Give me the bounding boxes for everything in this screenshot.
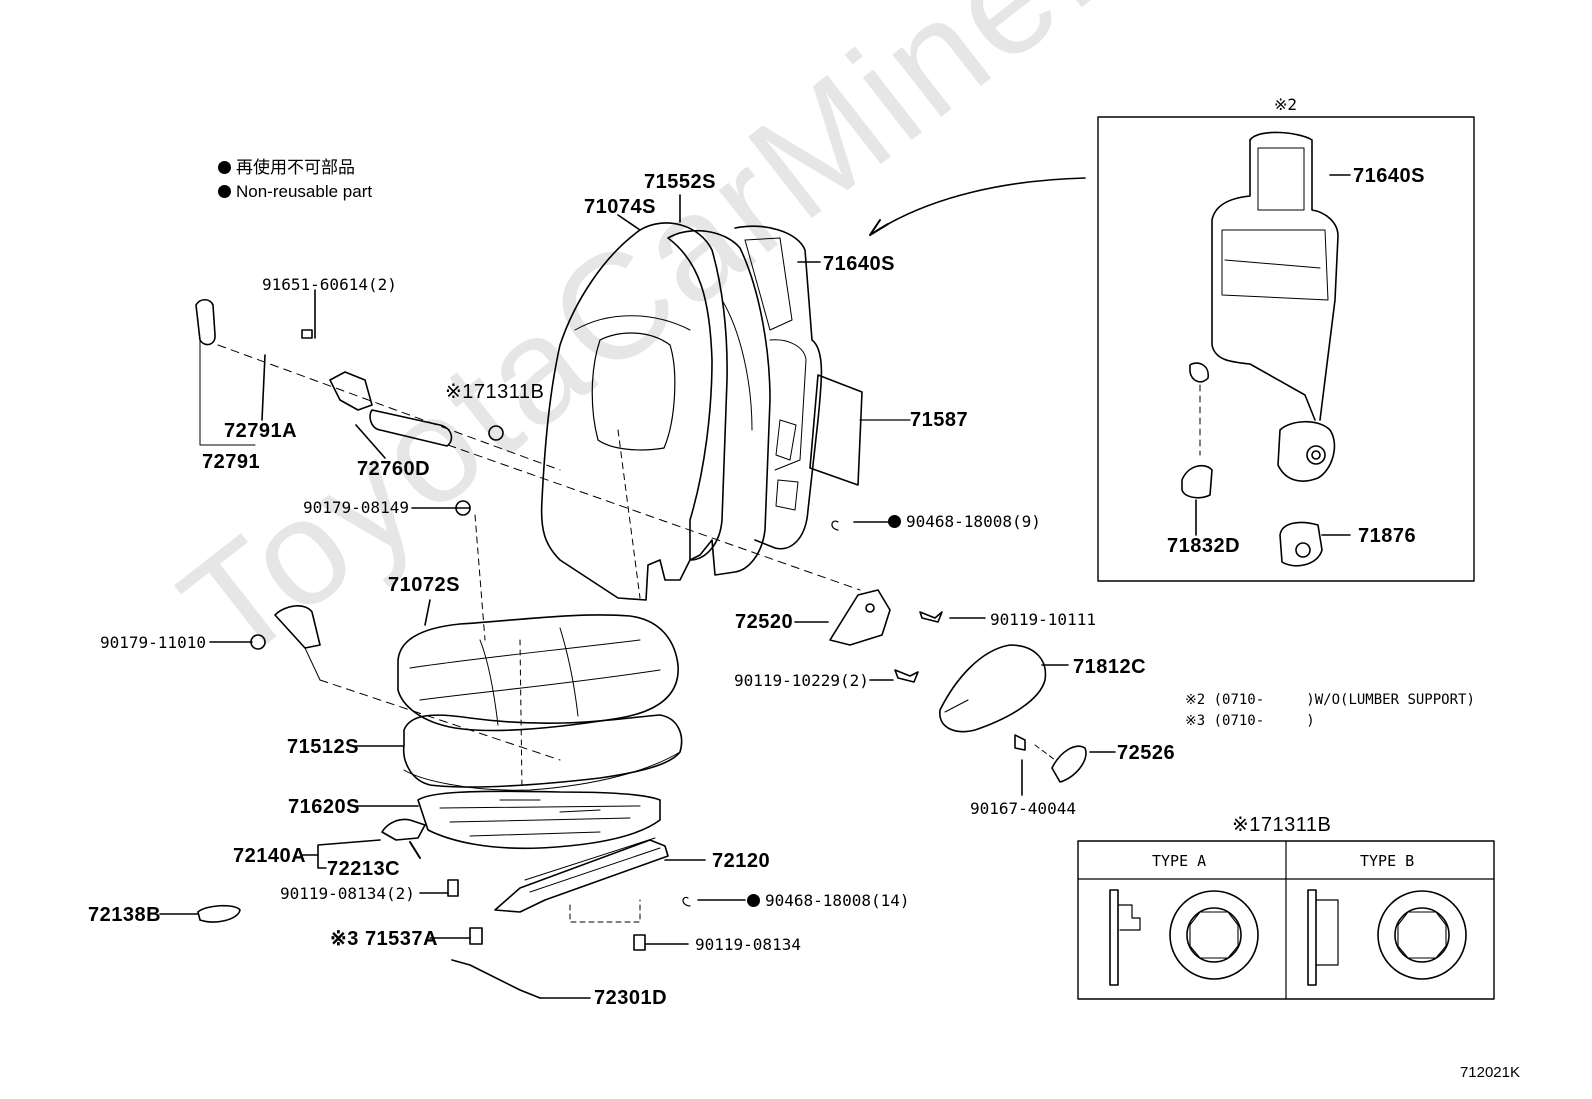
part-label-72213C[interactable]: 72213C (327, 858, 401, 880)
type-b-header: TYPE B (1360, 852, 1415, 870)
part-label-90119-10229[interactable]: 90119-10229(2) (734, 671, 869, 690)
type-a-clip (1109, 889, 1259, 986)
seat-back-frame-71640S (734, 225, 823, 550)
seat-back-board-71587 (809, 374, 911, 486)
part-label-91651-60614[interactable]: 91651-60614(2) (262, 275, 397, 294)
inset-part-label-71832D[interactable]: 71832D (1167, 535, 1241, 557)
cable-72301D (451, 959, 541, 999)
note-3: ※3 (0710- ) (1185, 713, 1315, 729)
part-label-71552S[interactable]: 71552S (644, 171, 716, 193)
note-2: ※2 (0710- )W/O(LUMBER SUPPORT) (1185, 692, 1475, 708)
cap-72138B (197, 904, 241, 923)
bolt-90119-08134 (633, 934, 646, 951)
part-label-71537A[interactable]: ※3 71537A (330, 928, 438, 950)
cushion-cover-71072S (397, 614, 679, 732)
part-label-90119-08134[interactable]: 90119-08134 (695, 935, 801, 954)
clip-71537A (469, 927, 483, 945)
inset-frame-71640S (1189, 131, 1339, 482)
hinge-72520 (829, 589, 891, 646)
part-label-71640S[interactable]: 71640S (823, 253, 895, 275)
inset-part-label-71876[interactable]: 71876 (1358, 525, 1417, 547)
non-reusable-dot-icon (218, 185, 231, 198)
part-label-90468-18008-9[interactable]: 90468-18008(9) (888, 513, 1041, 531)
part-label-72791A[interactable]: 72791A (224, 420, 298, 442)
type-a-header: TYPE A (1152, 852, 1207, 870)
part-label-72520[interactable]: 72520 (735, 611, 794, 633)
bolt-91651 (301, 329, 313, 339)
inset-marker: ※2 (1274, 95, 1298, 114)
part-label-72120[interactable]: 72120 (712, 850, 771, 872)
cap-72526 (1051, 745, 1087, 783)
cushion-pad-71512S (402, 639, 683, 791)
part-label-90119-10111[interactable]: 90119-10111 (990, 610, 1096, 629)
bolt-90119-08134-2 (447, 879, 459, 897)
part-label-90179-08149[interactable]: 90179-08149 (303, 498, 409, 517)
inset-part-label-71640S[interactable]: 71640S (1353, 165, 1425, 187)
part-label-90167-40044[interactable]: 90167-40044 (970, 799, 1076, 818)
non-reusable-dot-icon (888, 515, 901, 528)
part-label-171311B[interactable]: ※171311B (445, 381, 545, 403)
inset-lumbar-71832D (1181, 464, 1213, 536)
part-label-72526[interactable]: 72526 (1117, 742, 1176, 764)
clip-90179-11010 (250, 634, 266, 650)
side-shield-71812C (939, 644, 1047, 733)
seat-track-72120 (494, 837, 669, 923)
type-table-title: ※171311B (1232, 814, 1332, 836)
part-label-71074S[interactable]: 71074S (584, 196, 656, 218)
legend-japanese: 再使用不可部品 (218, 158, 355, 178)
non-reusable-dot-icon (747, 894, 760, 907)
part-label-72301D[interactable]: 72301D (594, 987, 668, 1009)
part-label-90119-08134-2[interactable]: 90119-08134(2) (280, 884, 415, 903)
part-label-72138B[interactable]: 72138B (88, 904, 162, 926)
recliner-knob-72791 (195, 298, 256, 446)
part-label-72140A[interactable]: 72140A (233, 845, 307, 867)
bolt-90167 (1014, 734, 1026, 751)
bolt-90119-10229 (894, 669, 919, 683)
part-label-90468-18008-14[interactable]: 90468-18008(14) (747, 892, 910, 910)
inset-knob-71876 (1279, 521, 1351, 567)
slide-lever-72140A (381, 818, 426, 859)
part-label-90179-11010[interactable]: 90179-11010 (100, 633, 206, 652)
part-label-72791[interactable]: 72791 (202, 451, 261, 473)
legend-english: Non-reusable part (218, 182, 372, 202)
non-reusable-dot-icon (218, 161, 231, 174)
part-label-71620S[interactable]: 71620S (288, 796, 360, 818)
cushion-frame-71620S (417, 790, 661, 850)
headrest-pad (274, 605, 321, 681)
bolt-90119-10111 (919, 611, 943, 623)
part-label-72760D[interactable]: 72760D (357, 458, 431, 480)
type-b-clip (1307, 889, 1467, 986)
cover-72760D (329, 371, 453, 447)
part-label-71587[interactable]: 71587 (910, 409, 969, 431)
part-label-71812C[interactable]: 71812C (1073, 656, 1147, 678)
seat-back-pad-71552S (667, 229, 771, 576)
part-label-71512S[interactable]: 71512S (287, 736, 359, 758)
clip-171311B (488, 425, 504, 441)
part-label-71072S[interactable]: 71072S (388, 574, 460, 596)
figure-id: 712021K (1459, 1064, 1520, 1081)
